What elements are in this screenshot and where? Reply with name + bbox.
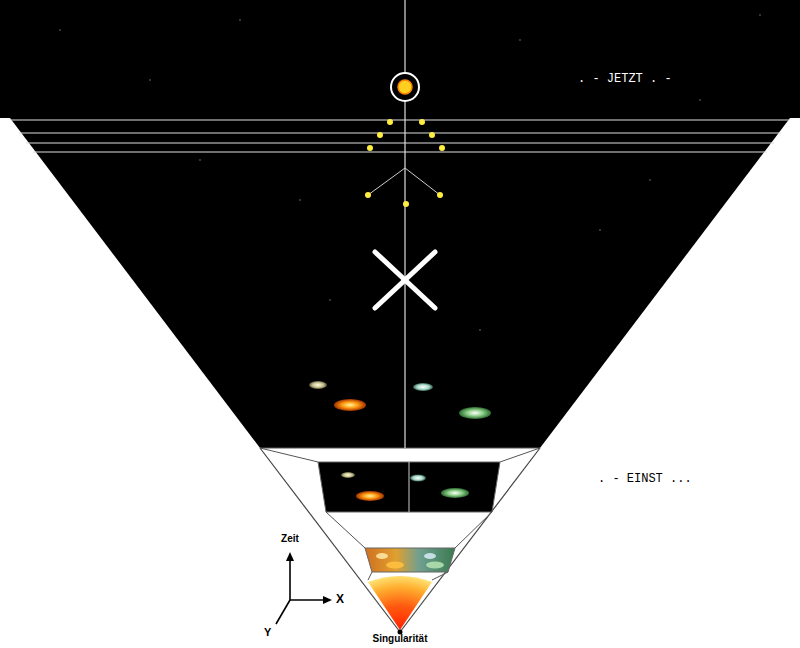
time-label-now: . - JETZT . - xyxy=(578,72,672,86)
axis-label: X xyxy=(336,592,344,606)
axis-label: Y xyxy=(264,626,271,639)
time-label-past: . - EINST ... xyxy=(598,472,692,486)
axis-label: Zeit xyxy=(281,533,299,545)
singularity-label: Singularität xyxy=(372,633,427,645)
